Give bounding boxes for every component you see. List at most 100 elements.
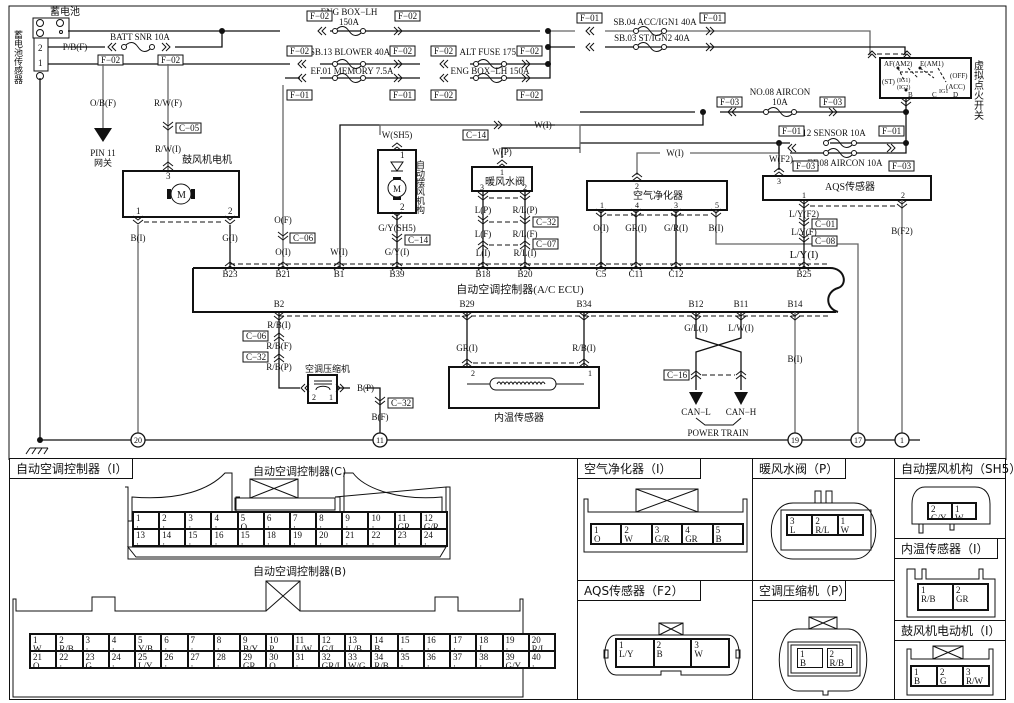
pin-wire-color: GR/L <box>321 661 343 668</box>
connector-pin: 3· <box>82 634 109 651</box>
pin-number: 8 <box>319 513 324 523</box>
wire-label: R/L(F) <box>512 229 537 239</box>
pin-wire-color: · <box>214 539 218 546</box>
pin-wire-color: G/Y <box>931 513 947 519</box>
pin-number: 2 <box>956 585 961 595</box>
pin-number: 11 <box>397 513 407 523</box>
connector-pin: 15· <box>185 529 212 546</box>
pin-number: 2 <box>656 640 662 650</box>
wire-label: GR(I) <box>456 343 478 353</box>
ign-term-ig2: (IG2) <box>897 84 910 91</box>
pin-wire-color: · <box>216 644 220 651</box>
wire-label: R/W(I) <box>155 144 181 154</box>
ignition-switch-label: 虚拟点火开关 <box>972 60 984 121</box>
ecu-b-connector-shape <box>12 580 524 698</box>
connector-pin: 21· <box>342 529 369 546</box>
tag-f02: F−02 <box>520 46 539 56</box>
pin-number: 15 <box>400 635 410 645</box>
connector-pin: 1· <box>133 512 160 529</box>
wire-label: P/B(F) <box>63 42 88 52</box>
svg-text:1: 1 <box>329 393 333 402</box>
pin-wire-color: · <box>164 661 168 668</box>
svg-text:5: 5 <box>715 201 719 210</box>
connector-pin: 16· <box>211 529 238 546</box>
can-h-label: CAN−H <box>726 407 757 417</box>
pin-number: 24 <box>111 652 121 662</box>
pin-number: 1 <box>33 635 38 645</box>
pin-wire-color: B <box>800 658 807 668</box>
ecu-pin-label: B29 <box>459 299 475 309</box>
connector-pin: 20· <box>316 529 343 546</box>
purifier-connector-shape <box>583 488 748 553</box>
diagram-frame <box>8 5 1007 460</box>
tag-f01: F−01 <box>882 126 901 136</box>
pin-number: 35 <box>400 652 410 662</box>
fuse-eng-box-top-label: ENG BOX−LH <box>321 7 378 17</box>
tag-f01: F−01 <box>290 90 309 100</box>
pin-number: 7 <box>292 513 298 523</box>
pin-number: 15 <box>240 530 250 540</box>
tag-f01: F−01 <box>393 90 412 100</box>
pin-wire-color: · <box>400 661 404 668</box>
pin-wire-color: W <box>955 513 964 519</box>
pin-number: 3 <box>966 667 971 677</box>
pin-wire-color: · <box>190 644 194 651</box>
pin-number: 2 <box>162 513 167 523</box>
wire-label: R/L(I) <box>514 248 537 258</box>
ecu-pin-label: B21 <box>275 269 290 279</box>
connector-pin: 27· <box>187 651 214 668</box>
tag-f02: F−02 <box>393 46 412 56</box>
pin-number: 5 <box>715 525 721 535</box>
pin-wire-color: · <box>453 644 456 651</box>
connector-pin: 19· <box>289 529 317 546</box>
connector-pin: 6· <box>263 512 290 529</box>
pin-number: 37 <box>453 652 462 662</box>
wire-label: G/Y(SH5) <box>378 223 416 233</box>
pin-number: 3 <box>694 640 699 650</box>
tag-f02: F−02 <box>398 11 417 21</box>
can-l-label: CAN−L <box>681 407 711 417</box>
ac-ecu: 自动空调控制器(A/C ECU) <box>192 263 845 317</box>
pin-number: 5 <box>138 635 143 645</box>
pin-wire-color: · <box>479 661 483 668</box>
pin-wire-color: B <box>374 644 381 651</box>
connector-pin: 37· <box>450 651 477 668</box>
pin-wire-color: G/R <box>654 534 670 544</box>
connector-pin: 24· <box>108 651 135 668</box>
pin-number: 1 <box>619 640 624 650</box>
pin-wire-color: · <box>505 644 509 651</box>
svg-text:2: 2 <box>228 206 233 216</box>
wire-label: G/L(I) <box>684 323 708 333</box>
pin-wire-color: · <box>59 661 63 668</box>
pin-number: 3 <box>85 635 91 645</box>
panel-title: 鼓风机电动机（I） <box>895 621 1006 641</box>
svg-text:4: 4 <box>635 201 639 210</box>
pin-wire-color: · <box>397 539 401 546</box>
pin-wire-color: L/W <box>295 644 313 651</box>
pin-wire-color: GR <box>956 594 969 604</box>
svg-text:2: 2 <box>312 393 316 402</box>
wire-label: W(I) <box>330 247 348 257</box>
pin-number: 2 <box>624 525 629 535</box>
pin-number: 9 <box>345 513 350 523</box>
pin-wire-color: · <box>240 539 244 546</box>
tag-f01: F−01 <box>782 126 801 136</box>
pin-number: 20 <box>319 530 329 540</box>
ecu-pin-label: C5 <box>596 269 607 279</box>
